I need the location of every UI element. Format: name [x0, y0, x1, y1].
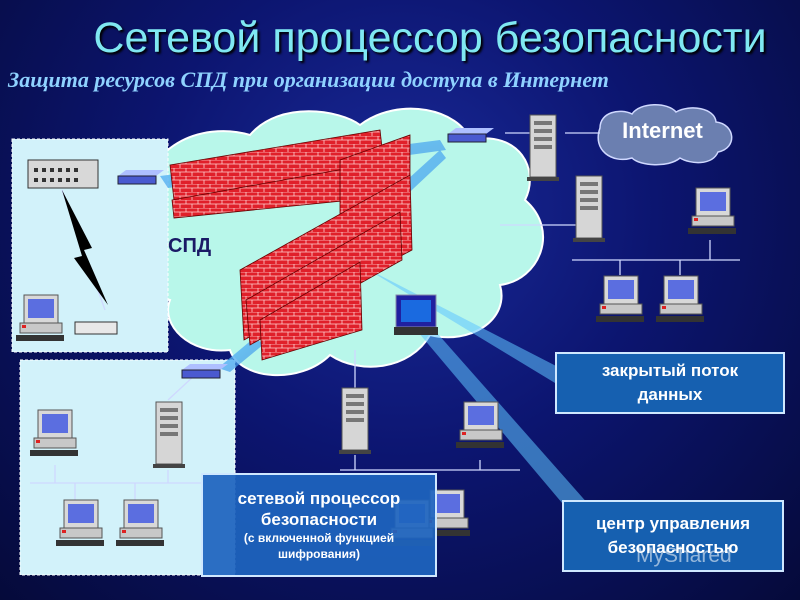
pc-icon [455, 401, 505, 449]
pc-icon [687, 187, 737, 235]
internet-label: Internet [622, 118, 703, 143]
spd-label: СПД [168, 235, 212, 257]
pc-icon [655, 275, 705, 323]
watermark: MyShared [636, 544, 732, 567]
processor-note-line-1: (с включенной функцией [243, 531, 395, 545]
processor-line-1: сетевой процессор [237, 489, 401, 508]
security-processor-callout: сетевой процессор безопасности (с включе… [201, 473, 437, 577]
firewall-walls [169, 129, 413, 361]
server-icon-right [572, 175, 606, 243]
page-title: Сетевой процессор безопасности [93, 14, 767, 62]
modem-rack-icon [27, 159, 99, 189]
security-center-callout: центр управления безопасностью [562, 500, 784, 572]
control-beam [418, 325, 620, 548]
server-icon-internet [526, 114, 560, 182]
wireless-link-icon [62, 190, 108, 305]
security-center-workstation-icon [394, 294, 438, 335]
server-icon-left [152, 401, 186, 469]
page-subtitle: Защита ресурсов СПД при организации дост… [8, 67, 609, 92]
closed-flow-line-2: данных [637, 385, 703, 404]
processor-note-line-2: шифрования) [277, 547, 361, 561]
server-icon-center [338, 387, 372, 455]
closed-flow-callout: закрытый поток данных [555, 352, 785, 414]
modem-icon [74, 321, 118, 335]
security-center-line-2: безопасностью [607, 538, 739, 557]
pc-icon [595, 275, 645, 323]
closed-flow-line-1: закрытый поток [601, 361, 739, 380]
left-bottom-network-area [19, 359, 236, 576]
tunnel-beam-bottom [218, 338, 264, 372]
security-center-line-1: центр управления [595, 514, 751, 533]
internet-cloud [597, 104, 733, 166]
processor-line-2: безопасности [260, 510, 378, 529]
